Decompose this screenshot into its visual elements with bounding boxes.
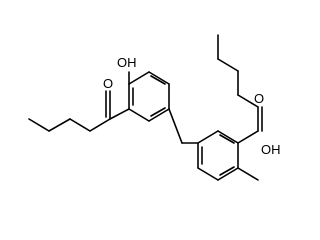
right-hydroxyl-bond: [237, 167, 259, 181]
right-benzene-ring: [197, 130, 239, 181]
right-ring-bond-5: [197, 167, 219, 181]
left-substituents: [28, 71, 130, 132]
left-benzene-ring: [128, 71, 170, 122]
molecule-diagram: OH O O OH: [0, 0, 313, 187]
left-ring-double-bond-inner-3: [150, 75, 166, 85]
right-ring-double-bond-inner-2: [219, 134, 235, 144]
left-ring-bond-1: [128, 71, 150, 85]
right-carbonyl-oxygen-label: O: [254, 91, 264, 106]
left-carbonyl-oxygen-label: O: [103, 76, 113, 91]
left-chain-bond-1: [89, 118, 111, 132]
right-ring-bond-1: [197, 130, 219, 144]
right-aryl-carbonyl-bond: [237, 130, 259, 144]
left-ring-double-bond-inner-2: [150, 107, 166, 117]
right-ring-double-bond-inner-3: [219, 166, 235, 176]
left-ring-bond-6: [148, 71, 170, 85]
right-ring-bond-2: [217, 130, 239, 144]
right-hydroxyl-label: OH: [261, 142, 281, 157]
left-ring-bond-3: [128, 108, 150, 122]
methylene-bridge: [168, 108, 199, 144]
left-ring-bond-4: [148, 108, 170, 122]
left-aryl-carbonyl-bond: [109, 108, 130, 120]
left-hydroxyl-label: OH: [117, 55, 137, 70]
left-chain-bond-3: [48, 118, 71, 132]
right-ring-bond-4: [217, 167, 239, 181]
diagram-background: [0, 0, 313, 187]
right-chain-bond-1: [237, 94, 259, 108]
right-substituents: [217, 34, 263, 181]
molecule-structure: OH O O OH: [0, 0, 313, 187]
left-chain-bond-2: [69, 118, 91, 132]
bridge-bond-left: [168, 108, 183, 144]
right-chain-bond-3: [217, 58, 239, 72]
left-chain-bond-4: [28, 118, 50, 132]
